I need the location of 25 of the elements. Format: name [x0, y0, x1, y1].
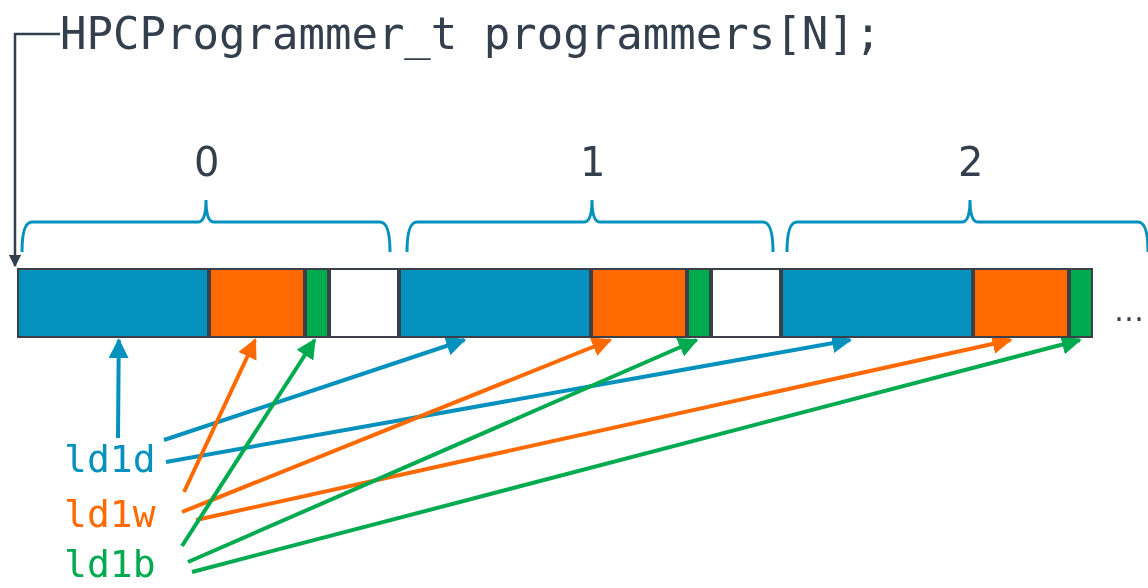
arrow	[163, 336, 467, 442]
padding-cell	[329, 268, 399, 338]
instruction-label: ld1b	[64, 545, 156, 583]
index-label: 2	[958, 142, 984, 182]
arrow	[180, 338, 317, 548]
memory-cell	[17, 268, 209, 338]
memory-cell	[591, 268, 687, 338]
memory-cell	[687, 268, 711, 338]
memory-cell	[1069, 268, 1093, 338]
arrow	[187, 338, 699, 564]
memory-cell	[781, 268, 973, 338]
arrow	[108, 338, 129, 438]
instruction-label: ld1d	[64, 440, 156, 478]
index-label: 0	[194, 142, 220, 182]
arrow	[182, 338, 257, 493]
memory-cell	[305, 268, 329, 338]
leader-line	[8, 32, 60, 268]
memory-cell	[973, 268, 1069, 338]
instruction-label: ld1w	[64, 495, 156, 533]
memory-cell	[209, 268, 305, 338]
ellipsis: …	[1114, 296, 1144, 326]
memory-cell	[399, 268, 591, 338]
padding-cell	[711, 268, 781, 338]
index-label: 1	[580, 142, 606, 182]
arrow	[181, 337, 613, 514]
